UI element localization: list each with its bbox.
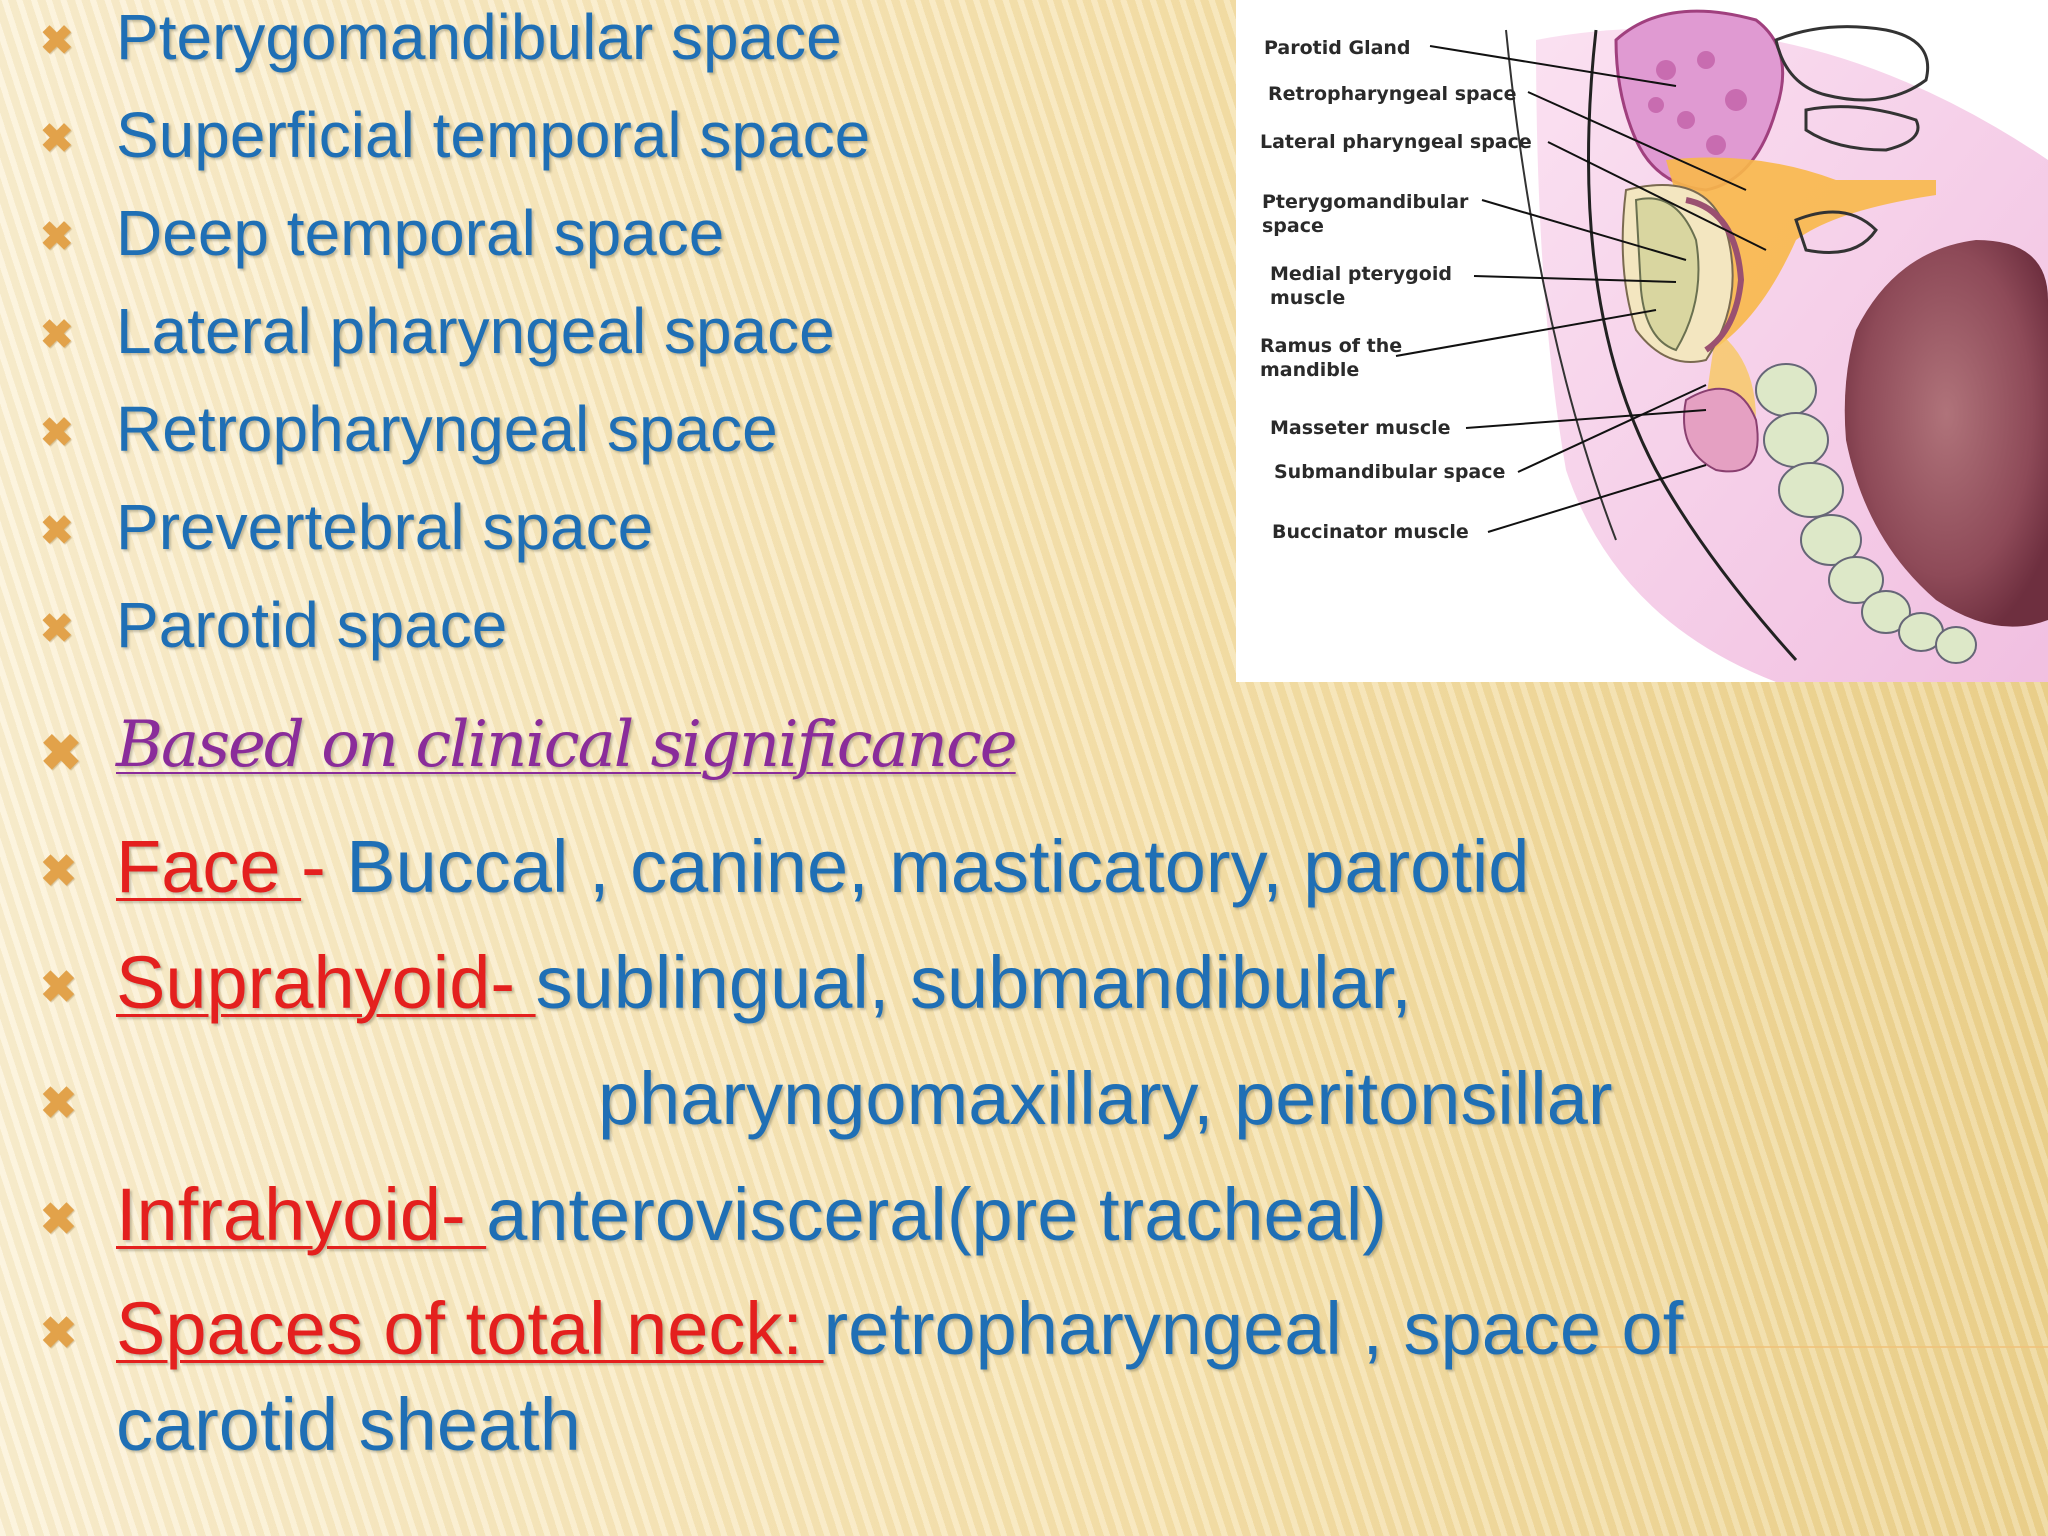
list-item-text: Deep temporal space	[116, 197, 725, 269]
label-pterygomandibular-1: Pterygomandibular	[1262, 191, 1469, 213]
total-neck-text-line2: carotid sheath	[116, 1383, 581, 1466]
list-item-text: Parotid space	[116, 589, 508, 661]
cross-bullet-icon: ✖	[40, 313, 74, 357]
label-parotid-gland: Parotid Gland	[1264, 37, 1411, 59]
cross-bullet-icon: ✖	[40, 411, 74, 455]
list-item-text: Lateral pharyngeal space	[116, 295, 835, 367]
label-pterygomandibular-2: space	[1262, 215, 1324, 237]
list-item-text: Retropharyngeal space	[116, 393, 778, 465]
total-neck-text: retropharyngeal , space of	[823, 1287, 1684, 1370]
label-ramus-1: Ramus of the	[1260, 335, 1402, 357]
cross-bullet-icon: ✖	[40, 1309, 77, 1358]
total-neck-label: Spaces of total neck:	[116, 1287, 824, 1370]
label-medial-pterygoid-1: Medial pterygoid	[1270, 263, 1452, 285]
cross-bullet-icon: ✖	[40, 725, 82, 781]
face-dash: -	[301, 825, 326, 908]
label-lateral-pharyngeal-space: Lateral pharyngeal space	[1260, 131, 1532, 153]
clinical-heading: Based on clinical significance	[116, 708, 1018, 782]
infrahyoid-line: Infrahyoid- anterovisceral(pre tracheal)	[116, 1172, 1387, 1257]
label-submandibular-space: Submandibular space	[1274, 461, 1505, 483]
face-text: Buccal , canine, masticatory, parotid	[325, 825, 1530, 908]
cross-bullet-icon: ✖	[40, 117, 74, 161]
cross-bullet-icon: ✖	[40, 1195, 77, 1244]
label-retropharyngeal-space: Retropharyngeal space	[1268, 83, 1517, 105]
cross-bullet-icon: ✖	[40, 509, 74, 553]
total-neck-line: Spaces of total neck: retropharyngeal , …	[116, 1286, 1683, 1371]
diagram-illustration: Parotid Gland Retropharyngeal space Late…	[1260, 9, 2048, 682]
list-item-text: Superficial temporal space	[116, 99, 871, 171]
face-line: Face - Buccal , canine, masticatory, par…	[116, 824, 1529, 909]
suprahyoid-label: Suprahyoid-	[116, 941, 536, 1024]
cross-bullet-icon: ✖	[40, 1079, 77, 1128]
label-masseter-muscle: Masseter muscle	[1270, 417, 1450, 439]
face-label: Face	[116, 825, 302, 908]
teeth-shape	[1755, 363, 1977, 664]
label-ramus-2: mandible	[1260, 359, 1359, 381]
decorative-line	[1500, 1346, 2048, 1348]
list-item-text: Pterygomandibular space	[116, 1, 842, 73]
infrahyoid-label: Infrahyoid-	[116, 1173, 487, 1256]
label-buccinator-muscle: Buccinator muscle	[1272, 521, 1469, 543]
anatomy-diagram: Parotid Gland Retropharyngeal space Late…	[1236, 0, 2048, 682]
suprahyoid-text: sublingual, submandibular,	[535, 941, 1412, 1024]
vertebra-outline	[1774, 25, 1930, 102]
tongue-shape	[1844, 240, 2048, 627]
cross-bullet-icon: ✖	[40, 215, 74, 259]
list-item-text: Prevertebral space	[116, 491, 654, 563]
cross-bullet-icon: ✖	[40, 963, 77, 1012]
infrahyoid-text: anterovisceral(pre tracheal)	[486, 1173, 1387, 1256]
cross-bullet-icon: ✖	[40, 607, 74, 651]
suprahyoid-line: Suprahyoid- sublingual, submandibular,	[116, 940, 1412, 1025]
parotid-gland-shape	[1614, 9, 1785, 192]
cross-bullet-icon: ✖	[40, 19, 74, 63]
suprahyoid-cont-text: pharyngomaxillary, peritonsillar	[598, 1057, 1613, 1140]
label-medial-pterygoid-2: muscle	[1270, 287, 1345, 309]
leader-lines	[1395, 45, 1767, 533]
cross-bullet-icon: ✖	[40, 847, 77, 896]
